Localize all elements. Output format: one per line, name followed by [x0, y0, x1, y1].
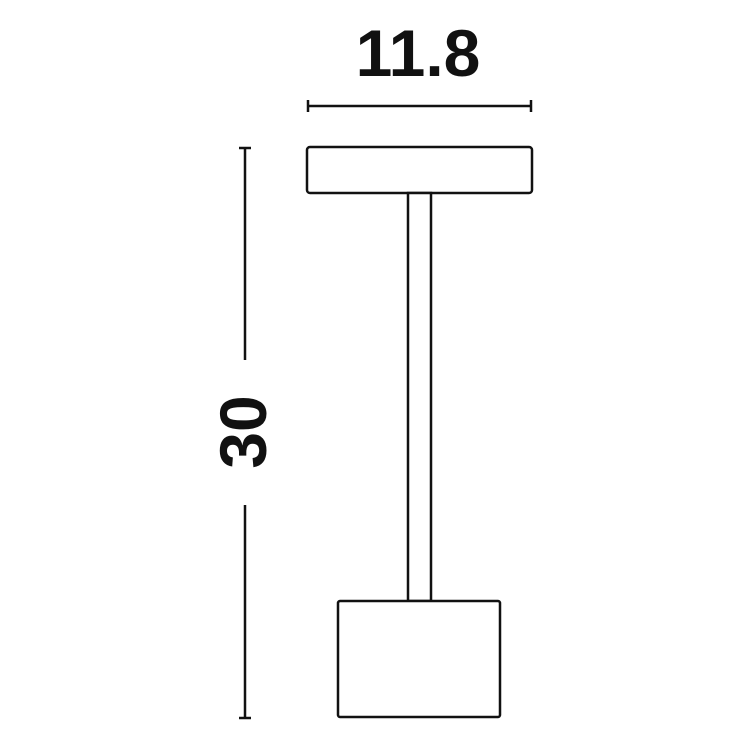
width-dimension-label: 11.8	[356, 16, 481, 90]
lamp-base	[336, 599, 502, 719]
lamp-head	[305, 145, 534, 195]
width-dimension: 11.8	[306, 16, 533, 112]
lamp-stem	[406, 191, 433, 603]
height-dimension-label: 30	[206, 395, 280, 468]
height-dimension: 30	[206, 146, 280, 720]
lamp-outline	[305, 145, 534, 719]
